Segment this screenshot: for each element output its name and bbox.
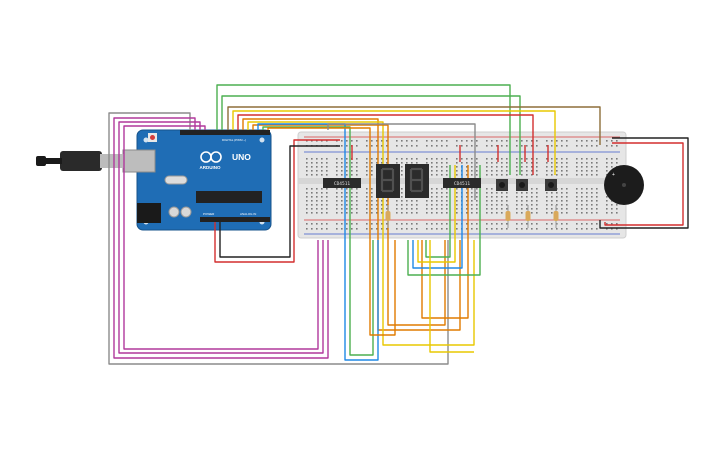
resistor-1[interactable] bbox=[385, 205, 391, 228]
model-label: UNO bbox=[232, 152, 251, 162]
resistor-3[interactable] bbox=[525, 205, 531, 228]
ic-right[interactable]: CD4511 bbox=[443, 178, 481, 188]
analog-header-label: ANALOG IN bbox=[240, 212, 256, 216]
usb-cable[interactable] bbox=[36, 151, 124, 171]
digital-header-label: DIGITAL (PWM ~) bbox=[222, 138, 246, 142]
piezo-buzzer[interactable]: + bbox=[604, 165, 644, 205]
resistor-4[interactable] bbox=[553, 205, 559, 228]
pushbutton-2[interactable] bbox=[516, 179, 528, 191]
power-header-label: POWER bbox=[203, 212, 215, 216]
pushbutton-3[interactable] bbox=[545, 179, 557, 191]
ic-left[interactable]: CD4511 bbox=[323, 178, 361, 188]
atmega-chip bbox=[196, 191, 262, 203]
usb-port bbox=[122, 149, 156, 173]
pushbutton-1[interactable] bbox=[496, 179, 508, 191]
resistors[interactable] bbox=[385, 205, 559, 228]
svg-text:+: + bbox=[612, 172, 615, 178]
analog-power-header[interactable] bbox=[200, 217, 270, 222]
arduino-uno-board[interactable]: ARDUINO UNO DIGITAL (PWM ~) POWER ANALOG… bbox=[122, 129, 272, 231]
seven-segment-digit-2[interactable] bbox=[405, 164, 429, 198]
seven-segment-digit-1[interactable] bbox=[376, 164, 400, 198]
resistor-2[interactable] bbox=[505, 205, 511, 228]
digital-header[interactable] bbox=[180, 130, 270, 135]
brand-label: ARDUINO bbox=[200, 165, 221, 170]
ic-right-label: CD4511 bbox=[454, 181, 471, 187]
seven-segment-displays[interactable] bbox=[376, 164, 429, 198]
ic-left-label: CD4511 bbox=[334, 181, 351, 187]
arduino-logo: ARDUINO UNO bbox=[200, 151, 251, 170]
reset-button-cap[interactable] bbox=[150, 135, 155, 140]
power-jack bbox=[137, 203, 161, 223]
